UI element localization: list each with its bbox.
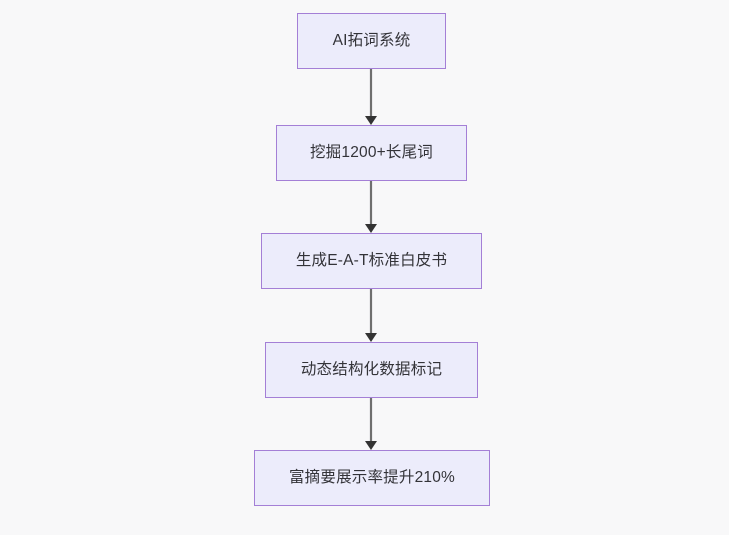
flow-node-label: 生成E-A-T标准白皮书 [295, 251, 448, 269]
connector-arrow-4 [365, 398, 377, 450]
flow-node-2[interactable]: 挖掘1200+长尾词 [276, 125, 467, 181]
flow-node-label: 动态结构化数据标记 [300, 360, 443, 378]
flow-node-1[interactable]: AI拓词系统 [297, 13, 446, 69]
flow-node-3[interactable]: 生成E-A-T标准白皮书 [261, 233, 482, 289]
connector-arrow-2 [365, 181, 377, 233]
connector-arrow-1 [365, 69, 377, 125]
connector-arrow-3 [365, 289, 377, 342]
flow-node-5[interactable]: 富摘要展示率提升210% [254, 450, 490, 506]
flow-node-4[interactable]: 动态结构化数据标记 [265, 342, 478, 398]
flow-node-label: 富摘要展示率提升210% [288, 468, 456, 486]
flow-node-label: 挖掘1200+长尾词 [309, 143, 434, 161]
flow-node-label: AI拓词系统 [332, 31, 411, 49]
